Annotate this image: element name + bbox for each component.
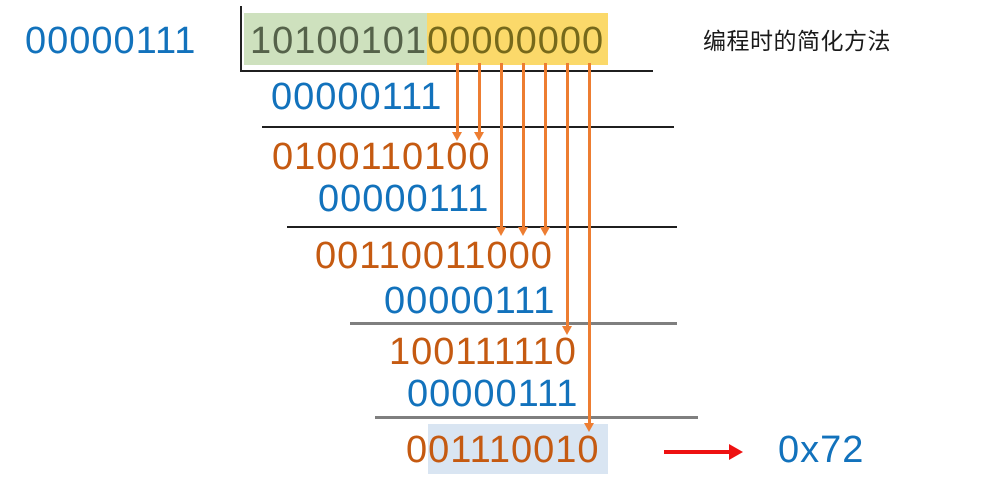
dividend-zeros-highlight [427, 13, 608, 65]
bring-down-arrow-5 [544, 63, 547, 227]
remainder-row-3: 100111110 [389, 331, 577, 373]
xor-operand-row-4: 00000111 [407, 373, 579, 415]
remainder-row-2: 00110011000 [315, 235, 553, 277]
division-bracket-line [240, 6, 242, 72]
page-title: 编程时的简化方法 [703, 28, 891, 54]
remainder-row-1: 0100110100 [272, 136, 491, 178]
division-underline-5 [375, 416, 698, 419]
bring-down-arrow-7 [588, 63, 591, 423]
result-highlight [428, 424, 608, 474]
result-row: 001110010 [406, 427, 600, 473]
result-arrow [664, 450, 730, 454]
xor-operand-row-1: 00000111 [271, 76, 443, 118]
bring-down-arrow-1 [456, 63, 459, 132]
bring-down-arrow-6 [566, 63, 569, 326]
xor-operand-row-2: 00000111 [318, 178, 490, 220]
divisor-label: 00000111 [25, 20, 197, 62]
bring-down-arrow-4 [522, 63, 525, 227]
dividend-appended-zeros: 00000000 [427, 20, 605, 62]
division-underline-1 [242, 70, 653, 72]
dividend-data-bits: 10100101 [250, 20, 428, 62]
dividend-row: 1010010100000000 [250, 18, 604, 64]
division-underline-2 [262, 126, 674, 128]
bring-down-arrow-3 [500, 63, 503, 227]
division-underline-4 [350, 322, 677, 325]
xor-operand-row-3: 00000111 [384, 280, 556, 322]
bring-down-arrow-2 [478, 63, 481, 132]
hex-result-label: 0x72 [778, 429, 865, 471]
result-leading-bit: 0 [406, 429, 429, 471]
result-crc-bits: 01110010 [428, 429, 600, 471]
division-underline-3 [287, 226, 677, 228]
dividend-data-highlight [244, 13, 427, 65]
